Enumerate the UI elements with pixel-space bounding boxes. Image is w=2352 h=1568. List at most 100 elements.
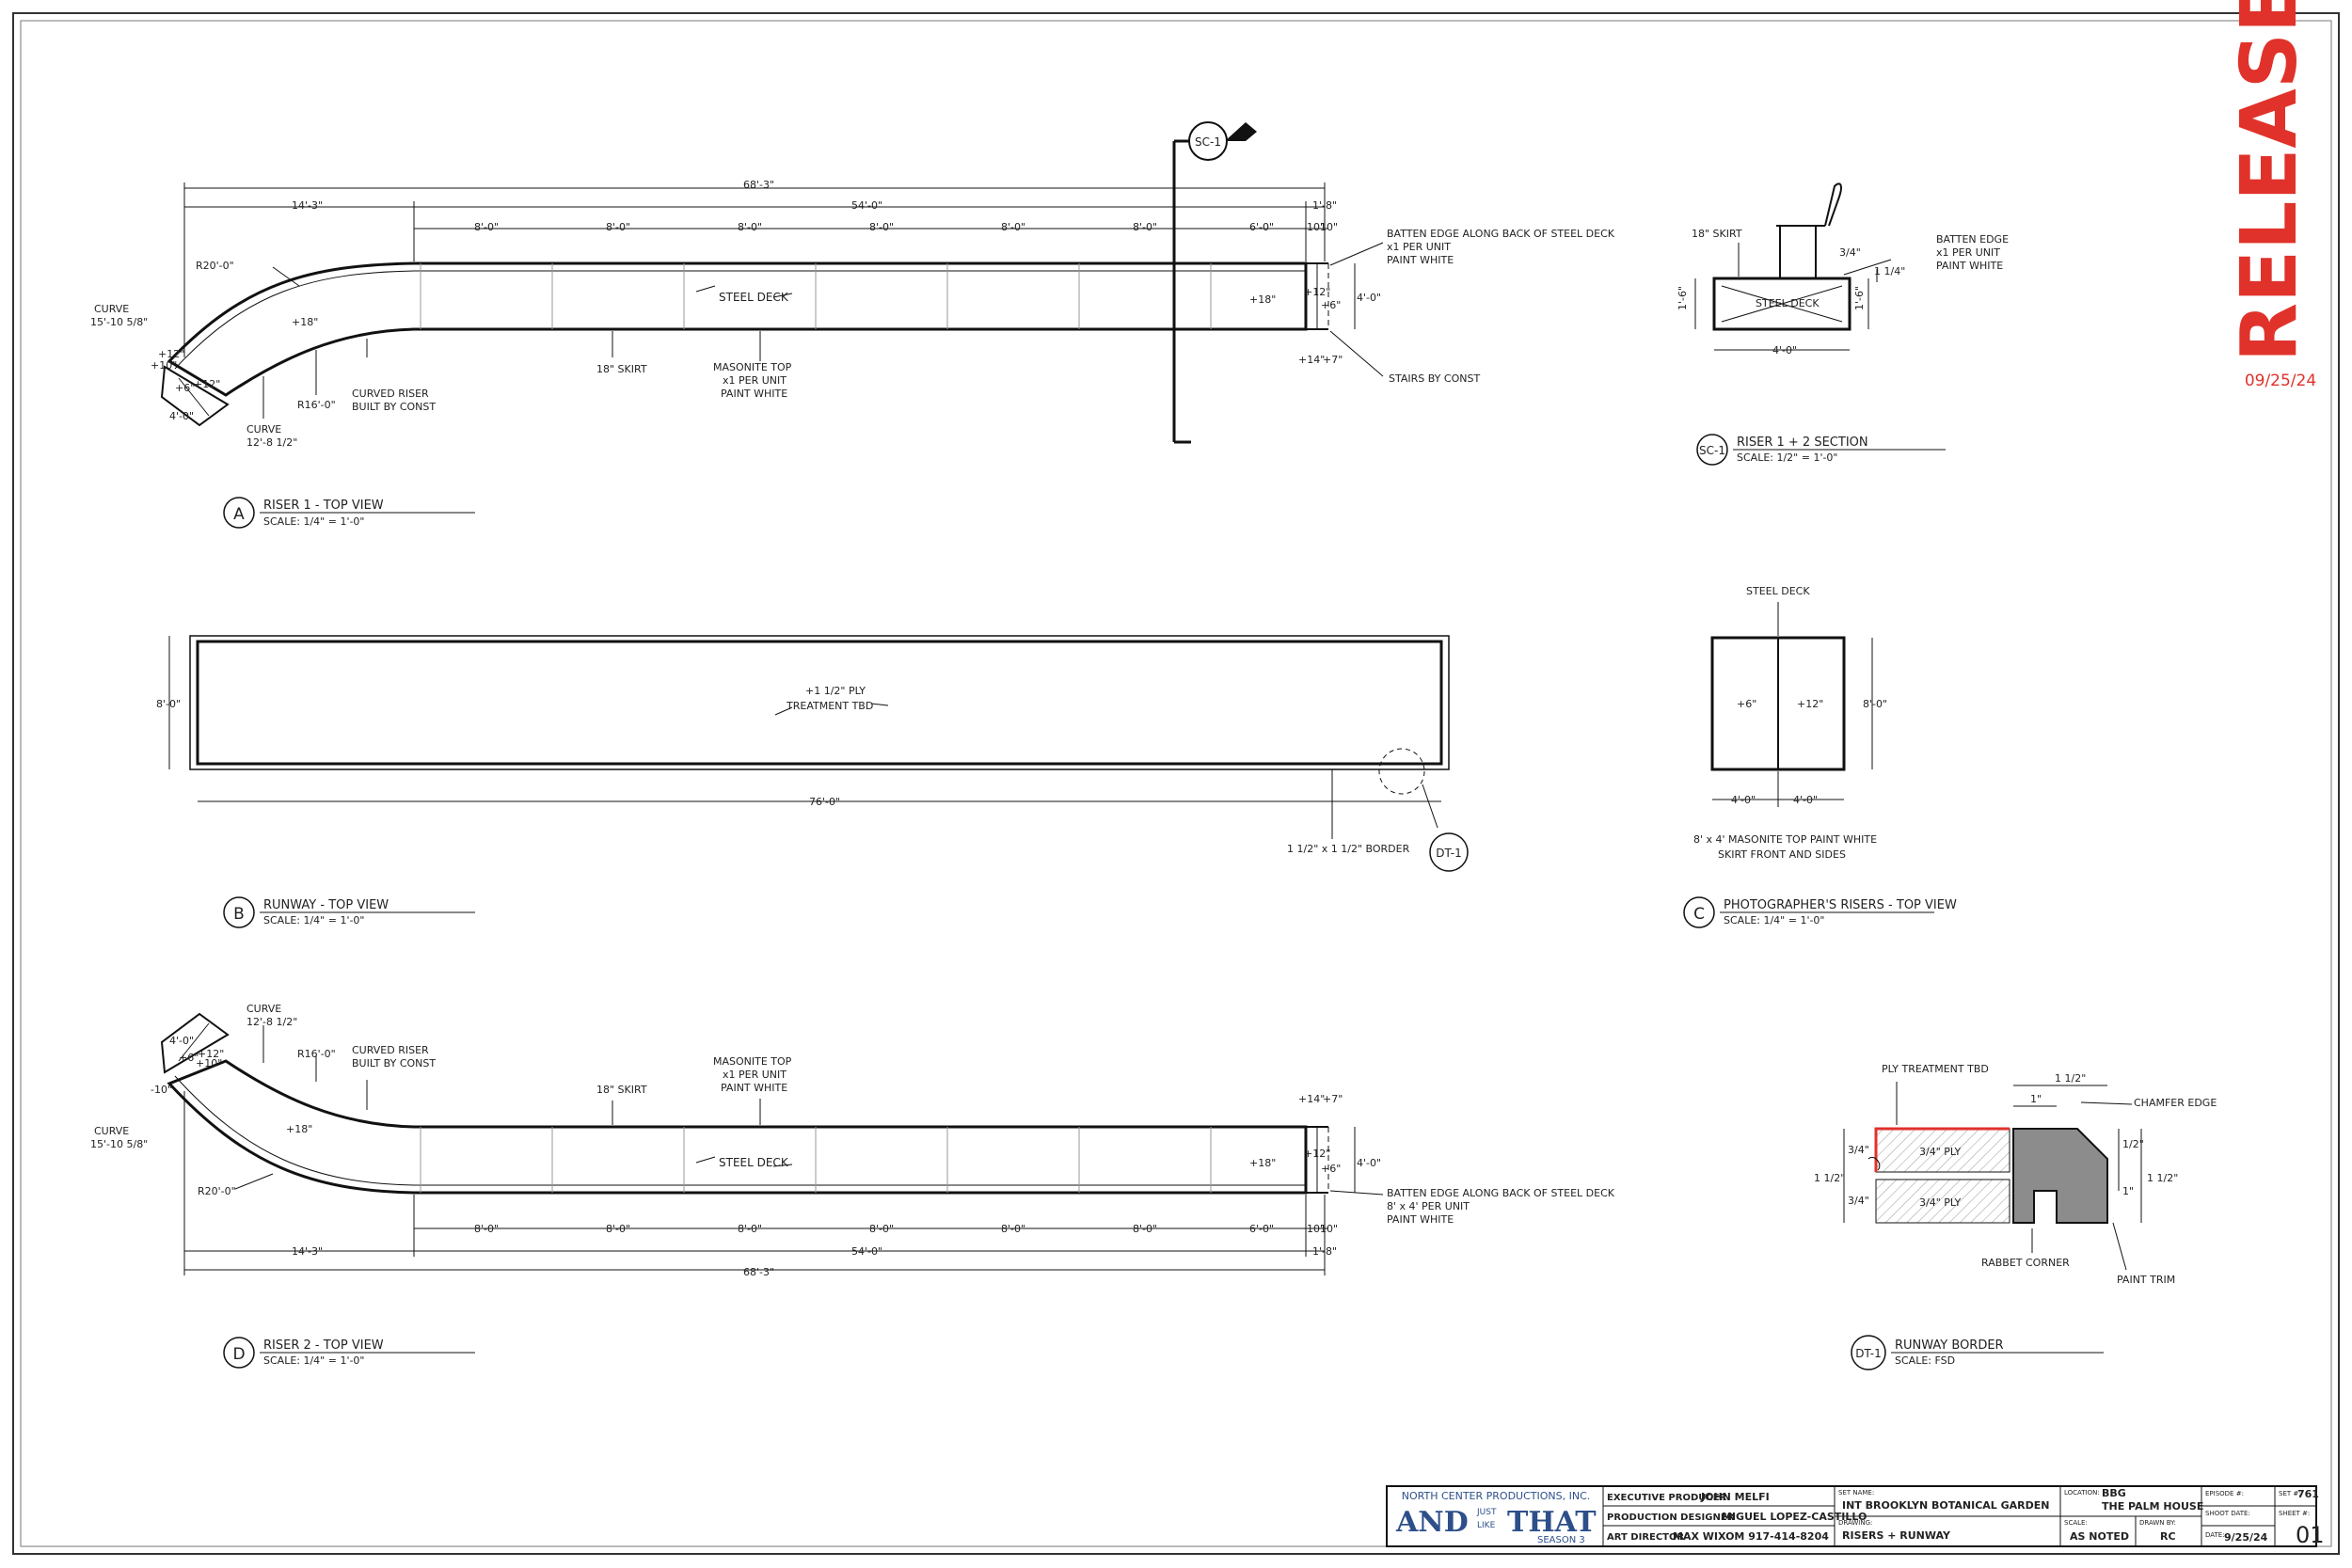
riser-2-inner-line: [174, 1075, 1306, 1186]
tb-date-label: DATE:: [2205, 1531, 2225, 1539]
dt-ply-treatment: PLY TREATMENT TBD: [1882, 1063, 1989, 1075]
sc-scale: SCALE: 1/2" = 1'-0": [1737, 451, 1838, 464]
dt-dim-top2: 1": [2030, 1093, 2042, 1105]
release-date: 09/25/24: [2245, 372, 2316, 390]
riser-2-outline: [167, 1059, 1308, 1195]
r1-masonite-1: MASONITE TOP: [713, 361, 792, 373]
riser-2-labels: 68'-3" 14'-3" 54'-0" 1'-8" 8'-0" 8'-0" 8…: [90, 1003, 1615, 1369]
title-a-tag: A: [233, 505, 245, 524]
r1-end-plus6: +6": [175, 382, 195, 394]
r1-tiny-a: 10": [1307, 221, 1325, 233]
inner-border: [20, 20, 2332, 1547]
sc-steel-deck: STEEL DECK: [1756, 297, 1820, 309]
tb-drawing-name: RISERS + RUNWAY: [1842, 1529, 1951, 1542]
title-block: NORTH CENTER PRODUCTIONS, INC. AND JUST …: [1386, 1485, 2325, 1548]
r2-left-seg: 14'-3": [292, 1245, 323, 1258]
tb-ep-num-label: EPISODE #:: [2205, 1490, 2244, 1497]
tb-logo-like: LIKE: [1477, 1521, 1496, 1530]
tb-ep-label: EXECUTIVE PRODUCER: [1607, 1493, 1727, 1503]
section-labels: 18" SKIRT STEEL DECK BATTEN EDGE x1 PER …: [1677, 228, 2009, 466]
r2-curve-outer-label: CURVE: [94, 1125, 129, 1137]
tb-set-label: SET NAME:: [1838, 1489, 1874, 1497]
r1-skirt: 18" SKIRT: [596, 363, 647, 375]
r2-tiny-a: 10": [1307, 1223, 1325, 1235]
r2-curve-inner-label: CURVE: [246, 1003, 281, 1015]
r1-stairs: STAIRS BY CONST: [1389, 372, 1480, 385]
r2-batten-3: PAINT WHITE: [1387, 1213, 1454, 1226]
r2-unit-1: 8'-0": [474, 1223, 499, 1235]
detail-view: [1843, 1082, 2142, 1271]
detail-labels: PLY TREATMENT TBD 3/4" PLY 3/4" PLY CHAM…: [1814, 1063, 2217, 1370]
rw-length: 76'-0": [809, 796, 840, 808]
r1-unit-3: 8'-0": [738, 221, 762, 233]
tb-scale-val: AS NOTED: [2070, 1530, 2129, 1543]
runway-labels: 8'-0" 76'-0" +1 1/2" PLY TREATMENT TBD 1…: [156, 685, 1469, 928]
dt-ply-top: 3/4" PLY: [1919, 1146, 1962, 1158]
r2-right-height: 4'-0": [1357, 1157, 1381, 1169]
r1-curve-outer-label: CURVE: [94, 303, 129, 315]
tb-drawn-label: DRAWN BY:: [2139, 1519, 2176, 1527]
ph-left: +6": [1737, 698, 1756, 710]
r1-end-plus10: +10": [151, 359, 177, 372]
r1-unit-2: 8'-0": [606, 221, 630, 233]
tb-shoot-label: SHOOT DATE:: [2205, 1510, 2250, 1517]
dt-rabbet: RABBET CORNER: [1981, 1257, 2070, 1269]
title-b-tag: B: [233, 905, 245, 924]
dt-dim-l2: 3/4": [1848, 1195, 1869, 1207]
r2-curve-outer: 15'-10 5/8": [90, 1138, 148, 1150]
r2-end-plus6: +6": [179, 1052, 199, 1064]
rw-height: 8'-0": [156, 698, 181, 710]
tb-set-num: 761: [2297, 1488, 2319, 1500]
r2-masonite-3: PAINT WHITE: [721, 1082, 787, 1094]
title-c-scale: SCALE: 1/4" = 1'-0": [1724, 914, 1825, 927]
r1-curve-inner-label: CURVE: [246, 423, 281, 436]
r2-curved-1: CURVED RISER: [352, 1044, 429, 1056]
r2-r-outer: R20'-0": [198, 1185, 236, 1197]
tb-logo-season: SEASON 3: [1537, 1535, 1585, 1545]
r1-plus14: +14": [1298, 354, 1325, 366]
r2-end-plus10: +10": [196, 1057, 222, 1069]
r2-plus12: +12": [1304, 1148, 1330, 1160]
title-d-scale: SCALE: 1/4" = 1'-0": [263, 1354, 365, 1367]
title-a-name: RISER 1 - TOP VIEW: [263, 499, 384, 513]
r1-curved-2: BUILT BY CONST: [352, 401, 436, 413]
r1-batten-3: PAINT WHITE: [1387, 254, 1454, 266]
tb-pd-label: PRODUCTION DESIGNER: [1607, 1513, 1735, 1523]
r2-end-plus12: +12": [198, 1048, 224, 1060]
ph-right: +12": [1797, 698, 1823, 710]
r1-plus6: +6": [1321, 299, 1341, 311]
sc-skirt: 18" SKIRT: [1692, 228, 1742, 240]
r1-r-inner: R16'-0": [297, 399, 336, 411]
r1-plus7: +7": [1323, 354, 1343, 366]
dt-dim-right: 1 1/2": [2147, 1172, 2178, 1184]
ph-note-1: 8' x 4' MASONITE TOP PAINT WHITE: [1693, 833, 1877, 846]
photo-risers-view: [1710, 602, 1873, 807]
r1-last-unit: 6'-0": [1249, 221, 1274, 233]
title-c-tag: C: [1693, 905, 1705, 924]
rw-ply-1: +1 1/2" PLY: [805, 685, 866, 697]
r1-unit-5: 8'-0": [1001, 221, 1025, 233]
r2-unit-4: 8'-0": [869, 1223, 894, 1235]
title-d-tag: D: [232, 1345, 245, 1364]
r2-unit-2: 8'-0": [606, 1223, 630, 1235]
r2-r-inner: R16'-0": [297, 1048, 336, 1060]
ph-w-left: 4'-0": [1731, 794, 1756, 806]
r2-end-width: 4'-0": [169, 1035, 194, 1047]
sc-tag: SC-1: [1699, 444, 1725, 457]
r1-end-plus12: +12": [194, 378, 220, 390]
sc-batten-dim2: 1 1/4": [1874, 265, 1905, 277]
sc-height-right: 1'-6": [1853, 286, 1866, 310]
dt-title: RUNWAY BORDER: [1895, 1338, 2004, 1353]
r2-end-minus10: -10": [151, 1084, 172, 1096]
tb-set-num-label: SET #:: [2279, 1490, 2301, 1497]
dt-dim-r1: 1/2": [2122, 1138, 2144, 1150]
r1-mid-seg: 54'-0": [851, 199, 882, 212]
title-a: A RISER 1 - TOP VIEW SCALE: 1/4" = 1'-0": [223, 497, 475, 529]
r1-masonite-3: PAINT WHITE: [721, 388, 787, 400]
title-b-name: RUNWAY - TOP VIEW: [263, 898, 389, 912]
r2-batten-2: 8' x 4' PER UNIT: [1387, 1200, 1470, 1212]
r1-end-plus12b: +12": [158, 348, 184, 360]
section-marker: SC-1: [1188, 121, 1257, 161]
r1-steel-deck: STEEL DECK: [719, 291, 789, 304]
tb-ad-name: MAX WIXOM 917-414-8204: [1673, 1530, 1829, 1543]
